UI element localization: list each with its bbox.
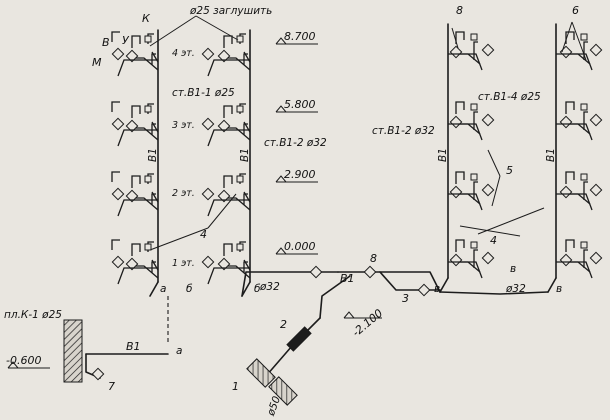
elevation-8700: 8.700: [284, 30, 316, 43]
callout-7: 7: [108, 380, 115, 393]
fixtures-riser-4: [556, 31, 603, 279]
callout-1: 1: [232, 380, 239, 393]
floor-4-label: 4 эт.: [172, 48, 195, 59]
leader-lines: [149, 15, 587, 251]
plug-label: ø25 заглушить: [189, 5, 272, 17]
callout-8b: 8: [370, 252, 377, 265]
basement-branch: [85, 296, 169, 381]
riser-tag-2: B1: [239, 148, 251, 162]
main-pipe: [241, 265, 549, 297]
riser-tag-3: B1: [437, 148, 449, 162]
riser-b1-2-right: [439, 23, 449, 293]
node-b-1: б: [186, 283, 193, 295]
d32-left-label: ø32: [259, 281, 280, 293]
elevation-marks: [7, 37, 382, 369]
floor-2-label: 2 эт.: [172, 188, 195, 199]
node-v-3: в: [556, 283, 562, 295]
inlet-b1-label: В1: [126, 340, 141, 353]
fixture-letter-m: М: [92, 56, 102, 69]
riser-b1-2-left: [241, 29, 251, 297]
riser-b1-4: [547, 23, 557, 293]
inlet-pipe: [265, 275, 351, 377]
callout-4a: 4: [200, 228, 207, 241]
riser-2-left-label: ст.В1-2 ø32: [264, 137, 327, 149]
fixture-letter-k: К: [142, 12, 151, 25]
fixture-letter-u: У: [122, 34, 130, 47]
callout-5: 5: [506, 164, 513, 177]
riser-2-mid-label: ст.В1-2 ø32: [372, 125, 435, 137]
basement-level: -0.600: [6, 354, 41, 367]
callout-3: 3: [402, 292, 409, 305]
node-v-1: в: [434, 283, 440, 295]
node-a-1: а: [160, 283, 166, 295]
node-b-2: б: [254, 283, 261, 295]
fixture-letter-v: В: [102, 36, 110, 49]
floor-3-label: 3 эт.: [172, 120, 195, 131]
basement-wall: [63, 319, 83, 383]
node-v-2: в: [510, 263, 516, 275]
riser-tag-4: B1: [545, 148, 557, 162]
elevation-5800: 5.800: [284, 98, 316, 111]
callout-4b: 4: [490, 234, 497, 247]
fixtures-riser-1: [111, 31, 159, 285]
fixtures-riser-3: [448, 31, 495, 279]
inlet-level: -2.100: [350, 307, 386, 340]
elevation-2900: 2.900: [284, 168, 316, 181]
d32-right-label: ø32: [505, 283, 526, 295]
main-b1-label: В1: [340, 272, 355, 285]
floor-1-label: 1 эт.: [172, 258, 195, 269]
riser-1-label: ст.В1-1 ø25: [172, 87, 235, 99]
riser-b1-1: [149, 29, 159, 297]
callout-8a: 8: [456, 4, 463, 17]
pl-k1-label: пл.К-1 ø25: [4, 309, 62, 321]
node-a-2: а: [176, 345, 182, 357]
riser-tag-1: B1: [147, 148, 159, 162]
wall-section-inlet: [246, 358, 276, 388]
fixtures-riser-2: [201, 33, 251, 285]
d50-label: ø50: [265, 394, 283, 418]
callout-6: 6: [572, 4, 579, 17]
elevation-0000: 0.000: [284, 240, 316, 253]
riser-4-label: ст.В1-4 ø25: [478, 91, 541, 103]
callout-2: 2: [280, 318, 287, 331]
wall-section-inlet-b: [268, 376, 298, 406]
